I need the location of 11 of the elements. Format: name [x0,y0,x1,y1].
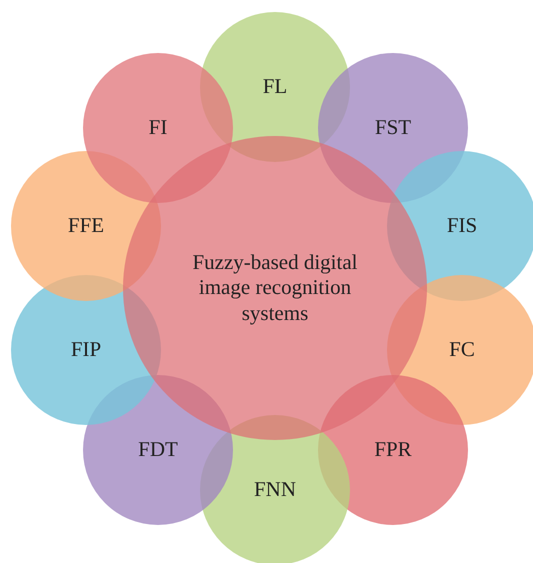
circle-label: FFE [68,213,104,239]
circle-label: FI [148,115,168,141]
circle-label: FNN [254,477,296,503]
circle-label: Fuzzy-based digital image recognition systems [191,250,359,326]
circle-label: FDT [138,437,178,463]
circle-label: FPR [374,437,412,463]
circle-label: FL [262,74,288,100]
circle-label: FC [449,337,475,363]
circle-label: FIP [70,337,102,363]
circle-label: FST [374,115,412,141]
circle-label: FIS [446,213,478,239]
